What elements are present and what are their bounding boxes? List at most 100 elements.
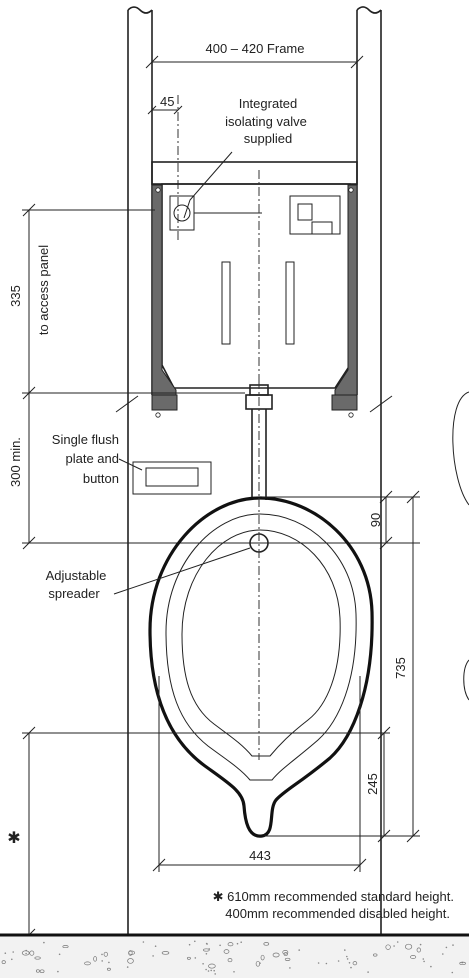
floor-aggregate — [1, 960, 6, 964]
floor-speck — [194, 957, 197, 959]
valve-label-line1: Integrated — [239, 96, 298, 111]
floor-speck — [346, 955, 348, 958]
wall-frame — [115, 6, 393, 940]
floor-aggregate — [103, 951, 108, 957]
floor-speck — [205, 942, 208, 945]
floor-speck — [202, 963, 204, 965]
access-panel-label: to access panel — [36, 245, 51, 335]
floor-speck — [350, 966, 352, 969]
floor-aggregate — [106, 967, 111, 971]
floor-speck — [108, 961, 110, 964]
frame-width-label: 400 – 420 Frame — [205, 41, 304, 56]
floor-aggregate — [416, 947, 421, 953]
floor-aggregate — [372, 953, 378, 957]
floor-speck — [236, 942, 239, 945]
floor-speck — [210, 969, 212, 972]
offset-45-label: 45 — [160, 94, 174, 109]
floor-aggregate — [227, 958, 233, 963]
dim-443-label: 443 — [249, 848, 271, 863]
asterisk-marker: ✱ — [7, 830, 20, 847]
floor-aggregate — [208, 963, 216, 969]
floor-speck — [152, 955, 154, 957]
flush-label-line3: button — [83, 471, 119, 486]
floor-speck — [142, 941, 145, 943]
dim-recommended-height: ✱ — [7, 726, 36, 942]
left-bracket — [151, 184, 177, 396]
floor-aggregate — [263, 942, 270, 946]
floor-speck — [207, 970, 210, 972]
detail-circle — [452, 391, 469, 701]
valve-callout: Integrated isolating valve supplied — [183, 96, 307, 219]
floor-speck — [101, 953, 103, 956]
floor-speck — [442, 953, 444, 955]
floor-speck — [154, 945, 157, 947]
floor-speck — [240, 941, 242, 943]
floor-speck — [445, 946, 448, 949]
floor-aggregate — [284, 957, 291, 961]
floor-aggregate — [29, 950, 35, 956]
flush-label-line1: Single flush — [52, 432, 119, 447]
dim-245-label: 245 — [365, 773, 380, 795]
spreader-label-line1: Adjustable — [46, 568, 107, 583]
dim-335-label: 335 — [8, 285, 23, 307]
floor-aggregate — [260, 954, 265, 961]
valve-label-line2: isolating valve — [225, 114, 307, 129]
floor-aggregate — [128, 950, 133, 956]
floor-aggregate — [385, 944, 391, 950]
floor-aggregate — [459, 961, 466, 966]
offset-45-dimension: 45 — [147, 94, 183, 240]
floor-speck — [452, 944, 454, 946]
frame-width-dimension: 400 – 420 Frame — [145, 41, 364, 69]
floor-aggregate — [410, 955, 417, 959]
floor-speck — [213, 969, 215, 972]
floor-aggregate — [34, 956, 41, 960]
floor-aggregate — [62, 945, 69, 949]
floor-speck — [205, 968, 207, 971]
floor-aggregate — [186, 956, 191, 960]
floor-aggregate — [161, 951, 170, 955]
floor-speck — [396, 941, 399, 943]
floor-speck — [348, 962, 351, 964]
floor-aggregate — [282, 950, 289, 955]
floor-speck — [12, 951, 14, 953]
floor-aggregate — [202, 948, 210, 952]
floor-aggregate — [127, 958, 134, 964]
floor-speck — [289, 967, 291, 969]
dim-735-label: 735 — [393, 657, 408, 679]
floor-speck — [126, 966, 129, 968]
floor-speck — [57, 970, 59, 973]
floor-speck — [11, 958, 13, 961]
floor-speck — [422, 958, 425, 960]
floor-speck — [233, 971, 235, 973]
floor-speck — [205, 953, 208, 955]
height-note: ✱ 610mm recommended standard height. 400… — [213, 889, 454, 921]
urinal-bowl — [148, 170, 374, 838]
dim-245: 245 — [22, 726, 391, 843]
floor-speck — [317, 962, 320, 964]
floor-speck — [346, 958, 349, 960]
floor-speck — [101, 960, 103, 962]
floor-speck — [430, 965, 432, 968]
floor-speck — [219, 944, 221, 947]
floor-aggregate — [35, 969, 40, 973]
floor-speck — [344, 949, 346, 951]
dim-443: 443 — [152, 676, 367, 872]
floor-aggregate — [272, 952, 280, 958]
floor-speck — [325, 962, 328, 965]
floor-speck — [419, 943, 422, 946]
floor-aggregate — [405, 943, 413, 950]
flush-pipe — [251, 409, 267, 500]
floor-speck — [188, 943, 191, 946]
floor-speck — [25, 952, 27, 955]
dim-90-label: 90 — [368, 513, 383, 527]
floor-aggregate — [93, 956, 97, 962]
floor-aggregate — [84, 961, 91, 966]
floor-speck — [451, 971, 454, 974]
floor-speck — [367, 971, 369, 973]
floor-aggregate — [21, 950, 30, 956]
right-bracket — [334, 184, 358, 396]
floor-speck — [4, 952, 7, 954]
floor-speck — [43, 941, 45, 944]
floor-aggregate — [223, 949, 230, 954]
